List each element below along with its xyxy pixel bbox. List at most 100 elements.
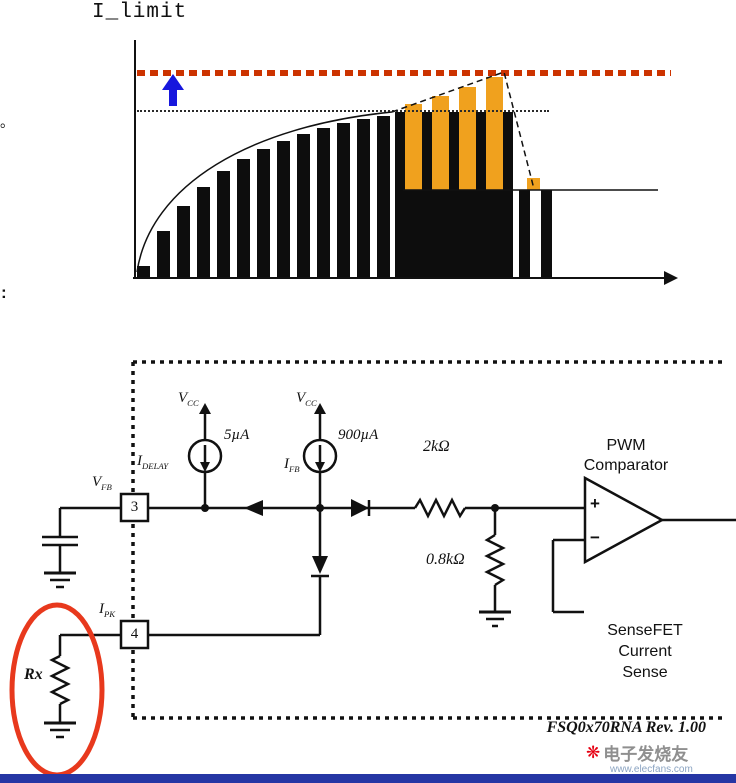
- left-current-arrow-icon: [244, 500, 263, 516]
- black-pulse-bar: [486, 190, 503, 278]
- pin4-number: 4: [130, 626, 139, 642]
- vcc2-sub: CC: [305, 398, 317, 408]
- vfb-pin-label: VFB: [92, 474, 112, 492]
- black-pulse-bar: [395, 112, 405, 278]
- pwm-comparator-label: PWM Comparator: [568, 436, 684, 476]
- rising-envelope-curve: [136, 111, 393, 273]
- idelay-label: IDELAY: [137, 453, 168, 471]
- vcc1-label: VCC: [178, 390, 199, 408]
- resistor-2k-icon: [413, 497, 467, 519]
- pin3-number: 3: [130, 499, 139, 515]
- current-limit-line: [137, 70, 671, 76]
- black-pulse-bar: [422, 112, 432, 278]
- orange-pulse-bar: [432, 96, 449, 190]
- diode-right-icon: [351, 499, 369, 517]
- chart-axes: [133, 40, 664, 279]
- pwm-line2: Comparator: [583, 457, 669, 474]
- junction-dot: [201, 504, 209, 512]
- vcc1-sub: CC: [187, 398, 199, 408]
- ifb-label: IFB: [284, 456, 300, 474]
- overshoot-envelope-dashed: [391, 71, 535, 190]
- black-pulse-bar: [157, 231, 170, 278]
- orange-pulse-bar: [459, 87, 476, 190]
- vcc2-main: V: [296, 390, 306, 406]
- vfb-main: V: [92, 474, 102, 490]
- vcc2-up-arrow-icon: [314, 403, 326, 414]
- pwm-line1: PWM: [606, 437, 646, 454]
- ipk-main: I: [99, 601, 104, 617]
- vfb-sub: FB: [101, 482, 112, 492]
- ipk-branch-wire: [148, 508, 322, 637]
- sensefet-feedback-wire: [551, 538, 585, 614]
- black-pulse-bar: [541, 190, 552, 278]
- orange-pulse-bar: [486, 77, 503, 190]
- vcc2-label: VCC: [296, 390, 317, 408]
- resistor-rx-icon: [49, 654, 71, 706]
- orange-pulse-bar: [405, 104, 422, 190]
- black-pulse-bar: [137, 266, 150, 278]
- black-pulse-bar: [217, 171, 230, 278]
- margin-colon-mark: :: [1, 283, 7, 302]
- sensefet-line3: Sense: [622, 664, 668, 681]
- chart-title: I_limit: [92, 1, 188, 24]
- ifb-current-value: 900µA: [338, 427, 379, 443]
- margin-period-mark: 。: [0, 114, 14, 130]
- x-axis-arrow-icon: [664, 271, 678, 285]
- watermark-url: www.elecfans.com: [610, 764, 693, 775]
- black-pulse-bar: [277, 141, 290, 278]
- idelay-arrowhead-icon: [200, 462, 210, 472]
- black-pulse-bar: [337, 123, 350, 278]
- ipk-pin-label: IPK: [99, 601, 115, 619]
- junction-dot: [491, 504, 499, 512]
- comparator-plus-sign: +: [590, 494, 600, 513]
- ground-icon: [44, 721, 76, 739]
- idelay-sub: DELAY: [142, 461, 169, 471]
- black-pulse-bar: [449, 112, 459, 278]
- black-pulse-bar: [405, 190, 422, 278]
- ground-icon: [479, 610, 511, 628]
- nominal-limit-line: [137, 110, 549, 112]
- black-pulse-bar: [237, 159, 250, 278]
- black-pulse-bar: [432, 190, 449, 278]
- watermark-name: 电子发烧友: [603, 745, 689, 764]
- vcc1-main: V: [178, 390, 188, 406]
- cap-branch-wire: [58, 506, 121, 573]
- elecfans-logo-icon: ❋: [586, 742, 601, 762]
- watermark: ❋ 电子发烧友 www.elecfans.com: [586, 740, 732, 776]
- ifb-sub: FB: [289, 464, 300, 474]
- ifb-arrowhead-icon: [315, 462, 325, 472]
- pin4-box: [119, 619, 150, 650]
- black-pulse-bar: [317, 128, 330, 278]
- black-pulse-bar: [177, 206, 190, 278]
- black-pulse-bar: [503, 112, 513, 278]
- resistor-08k-icon: [484, 533, 506, 587]
- vcc1-up-arrow-icon: [199, 403, 211, 414]
- idelay-current-value: 5µA: [224, 427, 250, 443]
- orange-pulse-bar: [527, 178, 540, 190]
- ifb-main: I: [284, 456, 289, 472]
- junction-dot: [316, 504, 324, 512]
- bottom-blue-bar: [0, 774, 736, 783]
- black-pulse-bar: [357, 119, 370, 278]
- black-pulse-bar: [197, 187, 210, 278]
- black-pulse-bar: [476, 112, 486, 278]
- sensefet-line1: SenseFET: [607, 622, 683, 639]
- comparator-minus-sign: −: [590, 528, 600, 547]
- rx-label: Rx: [24, 666, 43, 683]
- black-pulse-bar: [257, 149, 270, 278]
- wires: [42, 412, 736, 723]
- pin3-box: [119, 492, 150, 523]
- idelay-main: I: [137, 453, 142, 469]
- diode-down-icon: [312, 556, 328, 574]
- sensefet-label: SenseFET Current Sense: [592, 620, 698, 683]
- black-pulse-bar: [297, 134, 310, 278]
- black-pulse-bar: [519, 190, 530, 278]
- black-pulse-bar: [459, 190, 476, 278]
- ipk-sub: PK: [104, 609, 116, 619]
- resistor-2k-label: 2kΩ: [423, 438, 450, 455]
- pwm-comparator-icon: [583, 475, 665, 565]
- revision-label: FSQ0x70RNA Rev. 1.00: [546, 719, 706, 736]
- black-pulse-bar: [377, 116, 390, 278]
